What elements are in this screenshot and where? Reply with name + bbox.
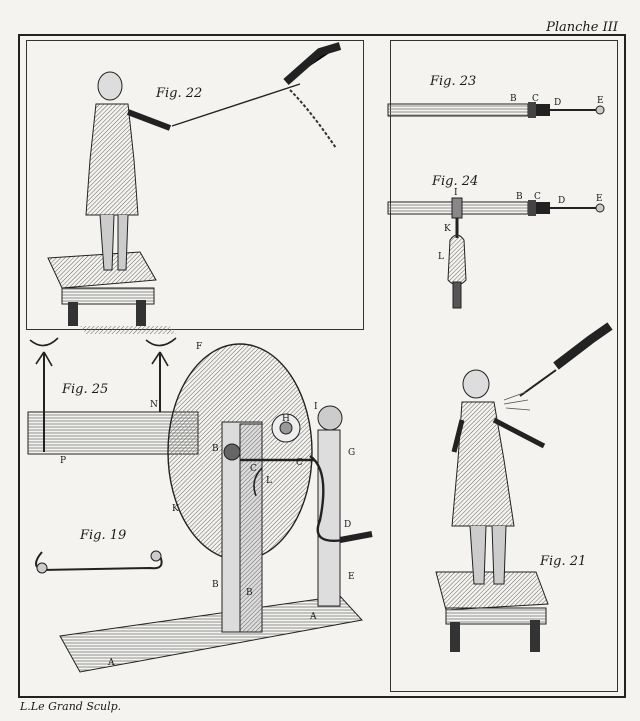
machine-letter-d: D — [344, 520, 352, 530]
engraver-signature: L.Le Grand Sculp. — [20, 700, 122, 713]
plate-frame — [18, 34, 626, 698]
fig24-letter-c: C — [534, 192, 541, 202]
machine-letter-g: G — [348, 448, 356, 458]
machine-letter-b-lower-left: B — [212, 580, 219, 590]
fig24-label: Fig. 24 — [432, 174, 479, 189]
fig21-label: Fig. 21 — [540, 554, 587, 569]
machine-letter-i: I — [314, 402, 318, 412]
fig21-scene — [435, 322, 613, 652]
machine-letter-c-right: C — [296, 458, 303, 468]
machine-letter-k: K — [172, 504, 179, 514]
machine-letter-b-upper: B — [212, 444, 219, 454]
fig25-letter-p: P — [60, 456, 67, 466]
fig24-letter-l: L — [438, 252, 444, 262]
fig19-label: Fig. 19 — [80, 528, 127, 543]
plate-title: Planche III — [546, 20, 618, 35]
fig24-letter-k: K — [444, 224, 451, 234]
fig23-label: Fig. 23 — [430, 74, 477, 89]
fig23-letter-e: E — [597, 96, 604, 106]
fig25-letter-n: N — [150, 400, 158, 410]
machine-letter-h: H — [282, 414, 290, 424]
fig23-letter-c: C — [532, 94, 539, 104]
fig25-letter-f: F — [196, 342, 203, 352]
fig22-scene — [47, 42, 342, 334]
fig23-letter-b: B — [510, 94, 517, 104]
machine-letter-b-lower-right: B — [246, 588, 253, 598]
fig22-label: Fig. 22 — [156, 86, 203, 101]
fig24-rod — [387, 197, 605, 309]
fig19-discharger — [35, 550, 163, 574]
fig24-letter-i: I — [454, 188, 458, 198]
fig23-letter-d: D — [554, 98, 562, 108]
panel-fig22 — [26, 40, 364, 330]
fig24-letter-e: E — [596, 194, 603, 204]
fig25-label: Fig. 25 — [62, 382, 109, 397]
electrical-machine — [59, 343, 373, 673]
machine-letter-a-right: A — [310, 612, 317, 622]
panel-right — [390, 40, 618, 692]
fig24-letter-d: D — [558, 196, 566, 206]
machine-letter-e: E — [348, 572, 355, 582]
fig24-letter-b: B — [516, 192, 523, 202]
machine-letter-c-left: C — [250, 464, 257, 474]
machine-letter-l: L — [266, 476, 272, 486]
machine-letter-a-left: A — [108, 658, 115, 668]
fig23-rod — [387, 102, 605, 118]
